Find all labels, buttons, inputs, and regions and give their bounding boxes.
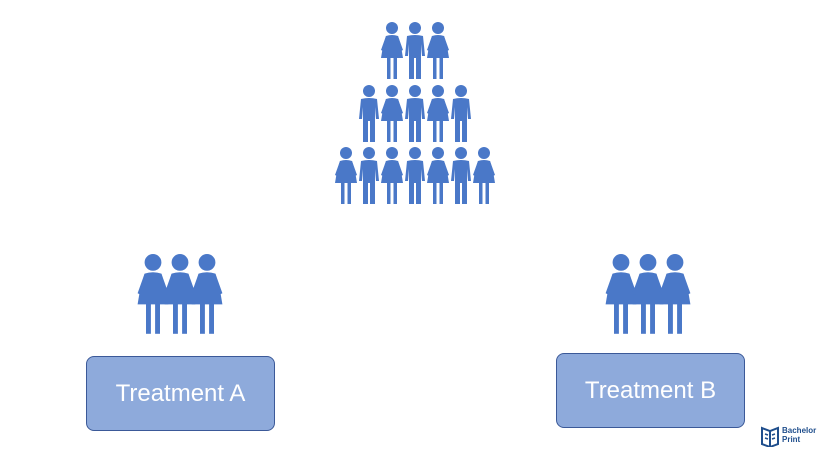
book-icon: [761, 426, 779, 447]
female-person-icon: [473, 147, 495, 204]
female-person-icon: [164, 254, 196, 334]
female-person-icon: [137, 254, 169, 334]
treatment-b-people: [605, 254, 691, 334]
female-person-icon: [381, 147, 403, 204]
female-person-icon: [381, 85, 403, 142]
female-person-icon: [659, 254, 691, 334]
logo-text: Bachelor Print: [782, 426, 817, 444]
male-person-icon: [451, 85, 471, 142]
male-person-icon: [405, 85, 425, 142]
treatment-a-box: Treatment A: [86, 356, 275, 431]
male-person-icon: [405, 22, 425, 79]
female-person-icon: [335, 147, 357, 204]
treatment-a-label: Treatment A: [115, 379, 246, 407]
male-person-icon: [405, 147, 425, 204]
male-person-icon: [359, 147, 379, 204]
female-person-icon: [191, 254, 223, 334]
bachelorprint-logo: Bachelor Print: [760, 425, 822, 449]
female-person-icon: [605, 254, 637, 334]
female-person-icon: [427, 22, 449, 79]
treatment-b-label: Treatment B: [584, 376, 717, 404]
female-person-icon: [427, 85, 449, 142]
male-person-icon: [451, 147, 471, 204]
male-person-icon: [359, 85, 379, 142]
female-person-icon: [632, 254, 664, 334]
female-person-icon: [381, 22, 403, 79]
treatment-b-box: Treatment B: [556, 353, 745, 428]
treatment-a-people: [137, 254, 223, 334]
female-person-icon: [427, 147, 449, 204]
population-group: [335, 22, 495, 204]
